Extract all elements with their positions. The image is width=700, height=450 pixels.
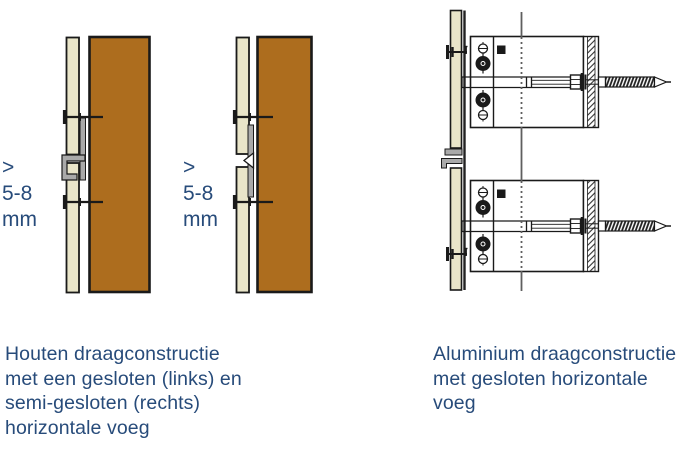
joint-backing-strip (79, 117, 86, 181)
joint-width-label-left: > 5-8 mm (2, 155, 37, 233)
wall-bracket (461, 179, 600, 273)
bolt-icon (475, 53, 491, 74)
bolt-icon (475, 234, 491, 254)
wood-semi-closed-joint-diagram (232, 35, 313, 294)
screw-icon (62, 195, 103, 209)
dim-range: 5-8 (183, 182, 214, 205)
joint-profile-lower (441, 158, 463, 169)
caption-aluminium-substructure: Aluminium draagconstructie met gesloten … (433, 343, 677, 414)
wall-bracket (461, 35, 600, 129)
dim-unit: mm (2, 208, 37, 231)
cladding-panel-lower (235, 166, 250, 294)
bolt-icon (477, 42, 489, 55)
wood-closed-joint-diagram (61, 35, 151, 294)
bolt-icon (477, 252, 489, 266)
slot-channel (461, 220, 577, 233)
marker-square (497, 189, 506, 198)
aluminium-bracket-diagram (441, 9, 671, 291)
bolt-icon (475, 90, 491, 110)
wood-batten (88, 35, 151, 294)
cladding-panel-upper (65, 36, 80, 156)
dim-symbol: > (2, 156, 15, 179)
bolt-icon (475, 197, 491, 218)
dim-unit: mm (183, 208, 218, 231)
screw-icon (232, 110, 273, 124)
caption-wood-substructure: Houten draagconstructie met een gesloten… (5, 343, 242, 439)
screw-icon (62, 110, 103, 124)
cladding-panel-upper (449, 9, 463, 149)
semi-closed-joint-notch (242, 151, 255, 170)
anchor-bolt-icon (569, 217, 671, 235)
cladding-panel-upper (235, 36, 250, 155)
bolt-icon (477, 108, 489, 122)
screw-icon (232, 195, 273, 209)
dim-range: 5-8 (2, 182, 33, 205)
dim-symbol: > (183, 156, 196, 179)
joint-width-label-right: > 5-8 mm (183, 155, 218, 233)
cladding-panel-lower (65, 162, 80, 294)
slot-channel (461, 76, 577, 89)
bolt-icon (477, 186, 489, 199)
rivet-icon (446, 45, 468, 59)
closed-joint-profile (61, 154, 86, 181)
marker-square (497, 45, 506, 54)
anchor-bolt-icon (569, 73, 671, 91)
cladding-panel-lower (449, 167, 463, 291)
wood-batten (256, 35, 313, 294)
rivet-icon (446, 247, 468, 261)
joint-profile-upper (444, 148, 463, 156)
